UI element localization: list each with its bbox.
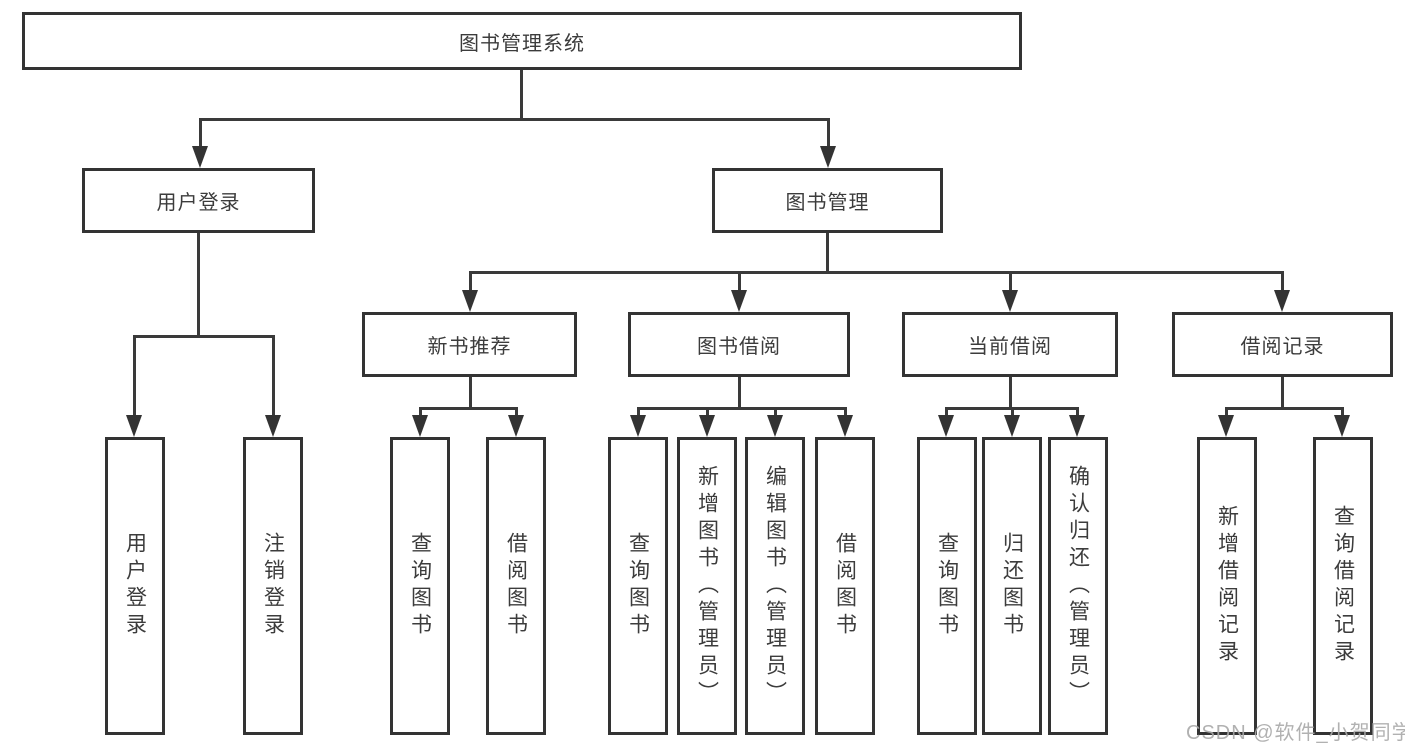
leaf-return-books: 归还图书	[982, 437, 1042, 735]
connector-line	[1281, 271, 1284, 291]
leaf-query-borrow-record: 查询借阅记录	[1313, 437, 1373, 735]
connector-line	[469, 271, 472, 291]
leaf-query-books-3: 查询图书	[917, 437, 977, 735]
connector-line	[774, 407, 777, 417]
connector-line	[272, 335, 275, 417]
connector-line	[826, 233, 829, 274]
arrowhead	[1002, 290, 1018, 312]
connector-line	[738, 271, 741, 291]
connector-line	[419, 407, 518, 410]
connector-line	[945, 407, 948, 417]
arrowhead	[630, 415, 646, 437]
arrowhead	[1218, 415, 1234, 437]
node-book-management: 图书管理	[712, 168, 943, 233]
node-current-borrowing: 当前借阅	[902, 312, 1118, 377]
leaf-logout: 注销登录	[243, 437, 303, 735]
connector-line	[844, 407, 847, 417]
leaf-label: 用户登录	[123, 532, 147, 640]
leaf-label: 查询图书	[935, 532, 959, 640]
connector-line	[827, 118, 830, 148]
leaf-label: 新增图书（管理员）	[695, 464, 719, 708]
leaf-query-books-2: 查询图书	[608, 437, 668, 735]
leaf-label: 借阅图书	[504, 532, 528, 640]
leaf-add-book-admin: 新增图书（管理员）	[677, 437, 737, 735]
arrowhead	[767, 415, 783, 437]
arrowhead	[508, 415, 524, 437]
arrowhead	[1274, 290, 1290, 312]
connector-line	[1341, 407, 1344, 417]
node-label: 图书管理系统	[459, 32, 585, 55]
connector-line	[1225, 407, 1344, 410]
arrowhead	[820, 146, 836, 168]
node-label: 图书管理	[785, 192, 870, 214]
node-borrowing-records: 借阅记录	[1172, 312, 1393, 377]
connector-line	[1281, 377, 1284, 410]
arrowhead	[192, 146, 208, 168]
leaf-label: 新增借阅记录	[1215, 505, 1239, 667]
connector-line	[133, 335, 275, 338]
leaf-label: 归还图书	[1000, 532, 1024, 640]
connector-line	[637, 407, 640, 417]
leaf-label: 查询图书	[626, 532, 650, 640]
connector-line	[738, 377, 741, 410]
arrowhead	[837, 415, 853, 437]
node-label: 新书推荐	[427, 336, 512, 358]
node-library-management-system: 图书管理系统	[22, 12, 1022, 70]
connector-line	[197, 233, 200, 338]
connector-line	[469, 377, 472, 410]
arrowhead	[462, 290, 478, 312]
connector-line	[706, 407, 709, 417]
connector-line	[637, 407, 847, 410]
leaf-label: 查询图书	[408, 532, 432, 640]
connector-line	[199, 118, 830, 121]
arrowhead	[1004, 415, 1020, 437]
connector-line	[469, 271, 1284, 274]
arrowhead	[265, 415, 281, 437]
leaf-confirm-return-admin: 确认归还（管理员）	[1048, 437, 1108, 735]
arrowhead	[699, 415, 715, 437]
connector-line	[520, 70, 523, 121]
connector-line	[515, 407, 518, 417]
connector-line	[199, 118, 202, 148]
connector-line	[419, 407, 422, 417]
node-user-login: 用户登录	[82, 168, 315, 233]
leaf-label: 查询借阅记录	[1331, 505, 1355, 667]
connector-line	[1225, 407, 1228, 417]
arrowhead	[126, 415, 142, 437]
leaf-label: 编辑图书（管理员）	[763, 464, 787, 708]
arrowhead	[938, 415, 954, 437]
node-label: 当前借阅	[968, 336, 1052, 358]
connector-line	[1076, 407, 1079, 417]
node-label: 图书借阅	[697, 336, 781, 358]
watermark-text: CSDN @软件_小贺同学	[1186, 722, 1405, 744]
arrowhead	[1069, 415, 1085, 437]
leaf-query-books-1: 查询图书	[390, 437, 450, 735]
arrowhead	[412, 415, 428, 437]
leaf-edit-book-admin: 编辑图书（管理员）	[745, 437, 805, 735]
arrowhead	[731, 290, 747, 312]
leaf-label: 确认归还（管理员）	[1066, 464, 1090, 708]
connector-line	[1011, 407, 1014, 417]
arrowhead	[1334, 415, 1350, 437]
leaf-borrow-books-1: 借阅图书	[486, 437, 546, 735]
leaf-label: 注销登录	[261, 532, 285, 640]
node-new-book-recommendation: 新书推荐	[362, 312, 577, 377]
node-label: 用户登录	[156, 192, 241, 214]
connector-line	[133, 335, 136, 417]
connector-line	[1009, 271, 1012, 291]
leaf-label: 借阅图书	[833, 532, 857, 640]
connector-line	[1009, 377, 1012, 410]
node-book-borrowing: 图书借阅	[628, 312, 850, 377]
node-label: 借阅记录	[1240, 336, 1325, 358]
leaf-user-login: 用户登录	[105, 437, 165, 735]
leaf-borrow-books-2: 借阅图书	[815, 437, 875, 735]
leaf-add-borrow-record: 新增借阅记录	[1197, 437, 1257, 735]
